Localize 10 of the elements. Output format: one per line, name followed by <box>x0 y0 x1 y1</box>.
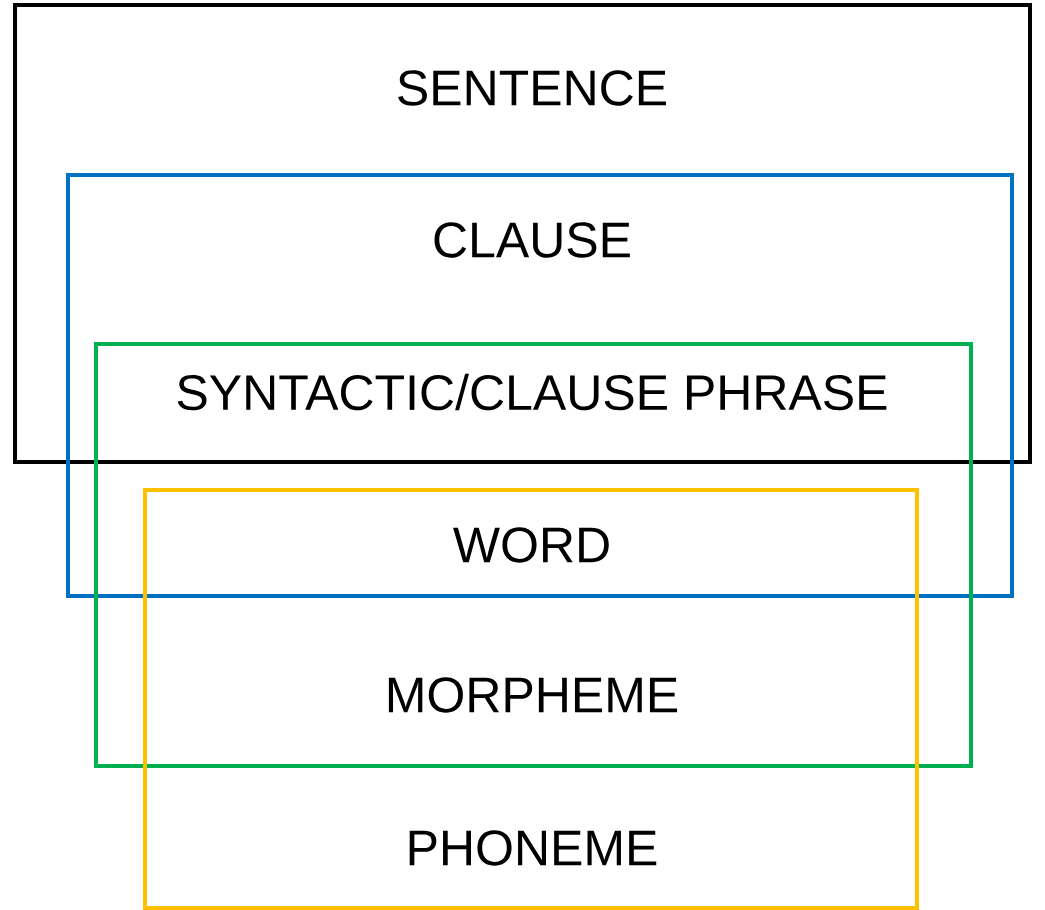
level-label: SENTENCE <box>398 70 666 106</box>
level-label: SYNTACTIC/CLAUSE PHRASE <box>177 373 887 411</box>
level-box <box>66 173 1014 598</box>
level-box <box>143 488 919 910</box>
level-box <box>13 3 1032 464</box>
level-label: MORPHEME <box>388 677 678 713</box>
level-label: CLAUSE <box>434 222 630 258</box>
level-box <box>94 342 973 768</box>
level-label: WORD <box>453 527 609 563</box>
level-label: PHONEME <box>409 830 657 866</box>
